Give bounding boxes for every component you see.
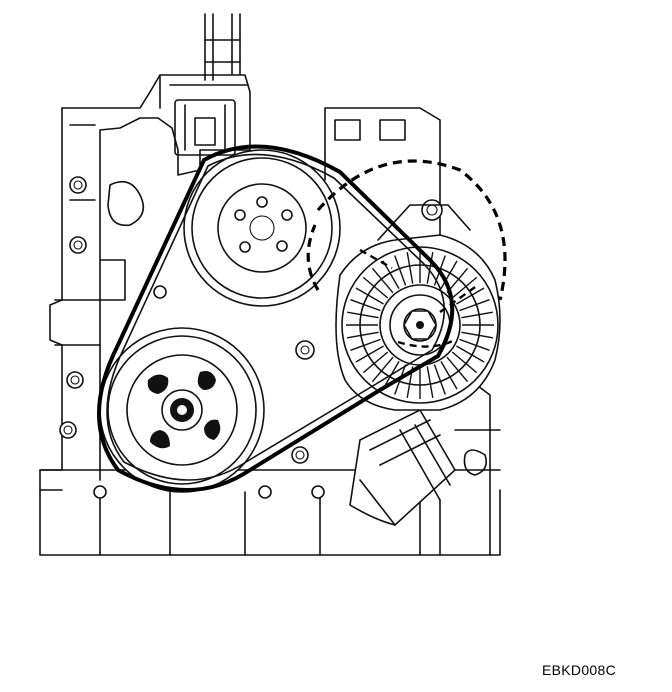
alternator-fin [459, 338, 490, 351]
alternator-fin [461, 331, 494, 339]
alternator-fin [426, 366, 434, 399]
engine-block [39, 74, 501, 556]
alternator-fin [456, 287, 485, 305]
alternator-fin [406, 251, 414, 284]
mounting-bolts [59, 176, 443, 499]
oil-filter [349, 408, 457, 526]
alternator [335, 204, 501, 411]
coolant-pipes [204, 13, 241, 81]
alternator-fin [440, 260, 458, 289]
alternator-fin [362, 351, 389, 374]
alternator-fin [371, 356, 394, 383]
alternator-fin [371, 267, 394, 294]
adjustment-indicator [306, 159, 507, 348]
alternator-fin [346, 311, 379, 319]
water-pump-pulley [183, 149, 341, 307]
alternator-fin [433, 364, 446, 395]
alternator-fin [426, 251, 434, 284]
alternator-fin [440, 361, 458, 390]
alternator-fin [451, 276, 478, 299]
alternator-fin [394, 255, 407, 286]
alternator-fin [456, 345, 485, 363]
drive-belt [97, 144, 455, 492]
alternator-fin [461, 311, 494, 319]
alternator-fin [459, 299, 490, 312]
figure-code: EBKD008C [542, 662, 616, 678]
alternator-fin [346, 331, 379, 339]
alternator-fin [446, 356, 469, 383]
alternator-fin [350, 299, 381, 312]
crankshaft-pulley [99, 327, 265, 493]
alternator-fin [451, 351, 478, 374]
alternator-fin [355, 345, 384, 363]
alternator-fin [355, 287, 384, 305]
alternator-fin [362, 276, 389, 299]
alternator-fin [350, 338, 381, 351]
